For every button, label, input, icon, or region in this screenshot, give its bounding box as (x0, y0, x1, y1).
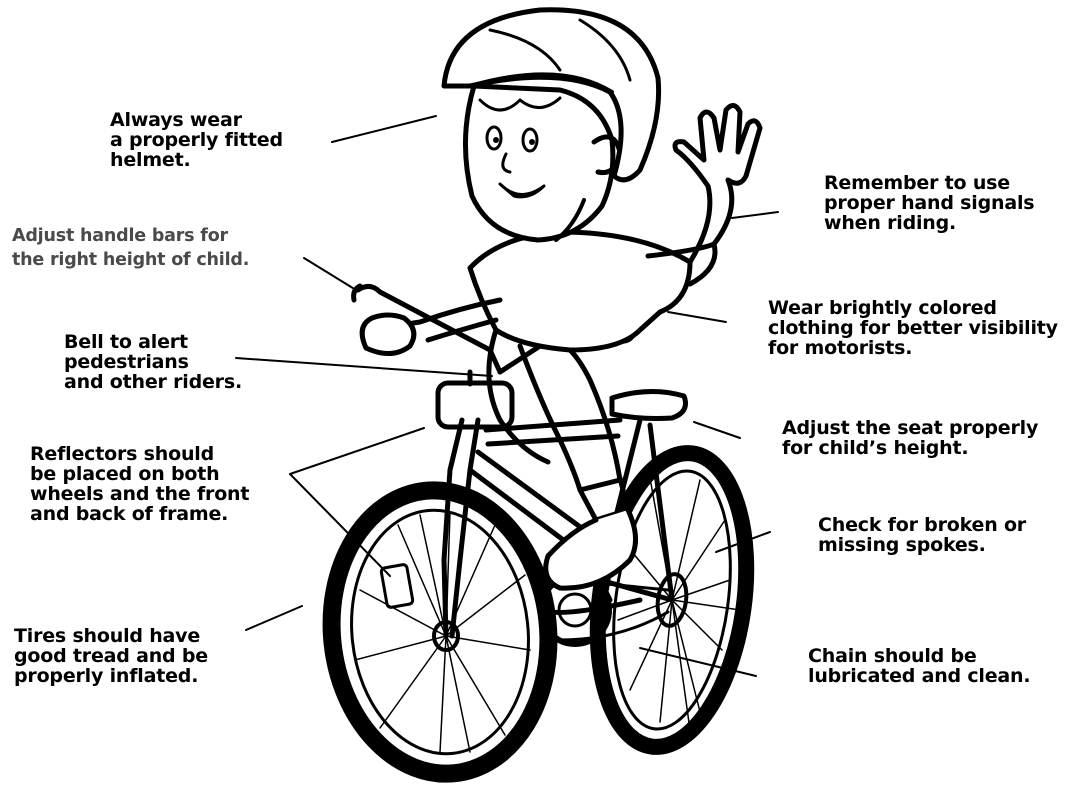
spokes-label: Check for broken or missing spokes. (818, 515, 1026, 555)
leader-clothing (668, 312, 726, 322)
leader-helmet (332, 116, 436, 142)
tires-label: Tires should have good tread and be prop… (14, 626, 208, 686)
bell-label: Bell to alert pedestrians and other ride… (64, 332, 242, 392)
leader-reflector-frame (290, 428, 424, 474)
leader-tires (246, 606, 302, 630)
chain-label: Chain should be lubricated and clean. (808, 646, 1030, 686)
leader-hand-signals (732, 212, 778, 218)
helmet-label: Always wear a properly fitted helmet. (110, 110, 283, 170)
reflectors-label: Reflectors should be placed on both whee… (30, 444, 249, 524)
leader-seat (694, 422, 740, 438)
seat (612, 391, 686, 418)
front-wheel (318, 479, 563, 784)
seat-label: Adjust the seat properly for child’s hei… (782, 418, 1038, 458)
handle-bars-label: Adjust handle bars for the right height … (12, 224, 249, 272)
leader-bell (236, 358, 492, 376)
hand-signals-label: Remember to use proper hand signals when… (824, 173, 1034, 233)
child-head (444, 10, 659, 240)
clothing-label: Wear brightly colored clothing for bette… (768, 298, 1058, 358)
leader-handle-bars (304, 258, 356, 290)
